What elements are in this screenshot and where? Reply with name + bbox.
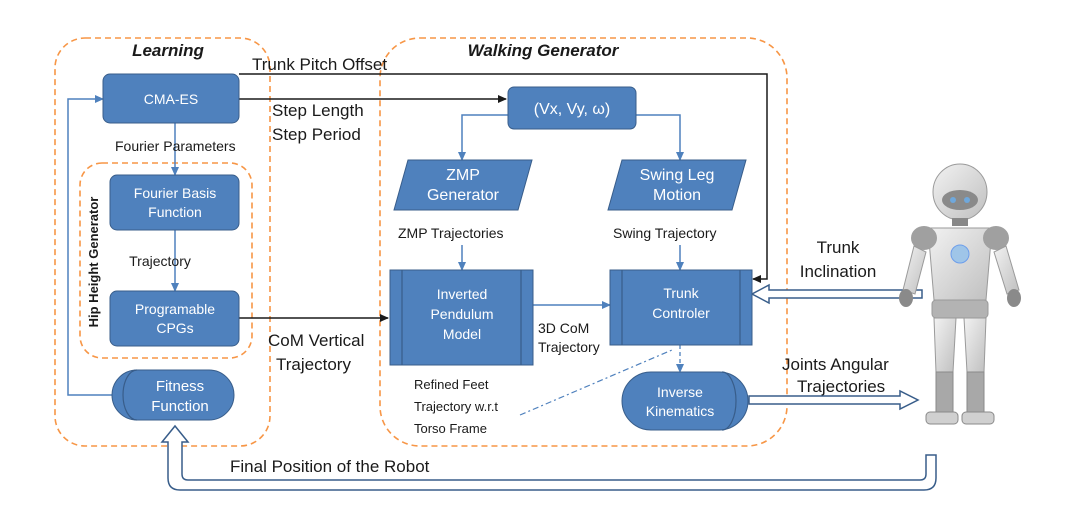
joints-angular-label-2: Trajectories (797, 377, 885, 396)
zmp-label-2: Generator (427, 187, 500, 204)
joints-trajectories-arrow (748, 389, 920, 411)
velocity-command-block: (Vx, Vy, ω) (507, 86, 637, 130)
swing-leg-motion-block: Swing Leg Motion (607, 159, 747, 211)
walking-generator-title: Walking Generator (468, 41, 620, 60)
learning-group-border (54, 37, 271, 447)
fitness-label-2: Function (151, 398, 209, 415)
fitness-label-1: Fitness (156, 378, 204, 395)
pendulum-label-3: Model (443, 326, 481, 342)
fourier-basis-label-2: Function (148, 204, 202, 220)
step-period-label: Step Period (272, 125, 361, 144)
fourier-parameters-label: Fourier Parameters (115, 138, 236, 154)
pendulum-label-1: Inverted (437, 286, 488, 302)
swing-trajectory-label: Swing Trajectory (613, 225, 716, 241)
final-position-feedback-arrow (160, 424, 937, 491)
ik-label-2: Kinematics (646, 403, 714, 419)
trunk-inclination-arrow (750, 283, 923, 305)
hip-height-generator-group-border (79, 162, 253, 359)
walking-generator-group-border (379, 37, 788, 447)
trunk-controler-label-1: Trunk (663, 285, 699, 301)
com-vertical-label-2: Trajectory (276, 355, 351, 374)
fourier-basis-label-1: Fourier Basis (134, 185, 216, 201)
inverted-pendulum-block: Inverted Pendulum Model (389, 269, 534, 366)
joints-angular-label-1: Joints Angular (782, 355, 889, 374)
learning-title: Learning (132, 41, 204, 60)
velocity-to-swing-arrow (634, 114, 684, 161)
trunk-inclination-label-1: Trunk (817, 238, 860, 257)
refined-feet-label-2: Trajectory w.r.t (414, 399, 498, 414)
ik-label-1: Inverse (657, 384, 703, 400)
step-length-label: Step Length (272, 101, 364, 120)
cpg-block: Programable CPGs (109, 290, 240, 347)
trunk-controler-label-2: Controler (652, 305, 710, 321)
nao-robot-illustration (899, 163, 1021, 425)
com-vertical-label-1: CoM Vertical (268, 331, 364, 350)
swing-label-1: Swing Leg (640, 167, 715, 184)
fitness-to-cmaes-arrow (67, 95, 112, 396)
cmaes-block: CMA-ES (102, 73, 240, 124)
trunk-pitch-offset-arrow (239, 73, 768, 283)
fourier-basis-block: Fourier Basis Function (109, 174, 240, 231)
velocity-to-zmp-arrow (458, 114, 510, 161)
inverse-kinematics-block: Inverse Kinematics (621, 371, 749, 431)
final-position-label: Final Position of the Robot (230, 457, 430, 476)
trajectory-label: Trajectory (129, 253, 191, 269)
cpg-label-2: CPGs (156, 320, 193, 336)
fitness-function-block: Fitness Function (111, 369, 235, 421)
trunk-inclination-label-2: Inclination (800, 262, 877, 281)
zmp-trajectories-label: ZMP Trajectories (398, 225, 504, 241)
velocity-label: (Vx, Vy, ω) (534, 101, 611, 118)
zmp-generator-block: ZMP Generator (393, 159, 533, 211)
cpg-label-1: Programable (135, 301, 215, 317)
pendulum-label-2: Pendulum (430, 306, 493, 322)
com3d-label-1: 3D CoM (538, 320, 589, 336)
refined-feet-label-1: Refined Feet (414, 377, 489, 392)
refined-feet-label-3: Torso Frame (414, 421, 487, 436)
swing-label-2: Motion (653, 187, 701, 204)
trunk-controler-block: Trunk Controler (609, 269, 753, 346)
com3d-label-2: Trajectory (538, 339, 600, 355)
cmaes-label: CMA-ES (144, 91, 198, 107)
hip-height-generator-title: Hip Height Generator (86, 197, 101, 328)
zmp-label-1: ZMP (446, 167, 480, 184)
trunk-pitch-offset-label: Trunk Pitch Offset (252, 55, 387, 74)
